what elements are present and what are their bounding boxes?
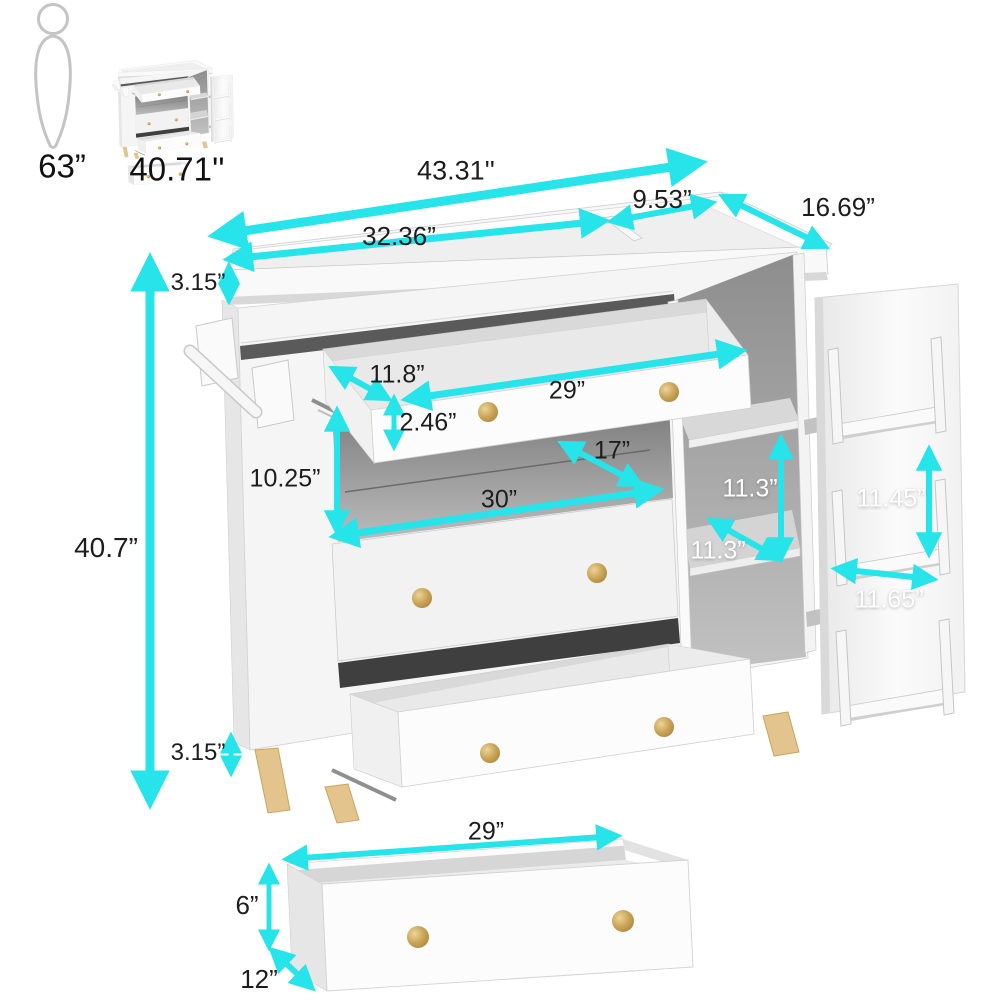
dim-tray-rail-height: 3.15” bbox=[170, 269, 226, 296]
wooden-legs bbox=[254, 711, 800, 824]
drawer-knob bbox=[654, 717, 674, 737]
dim-bottom-drawer-height: 6” bbox=[235, 890, 259, 920]
towel-rail bbox=[183, 317, 295, 429]
dim-open-shelf-depth: 17” bbox=[593, 436, 631, 465]
dim-drawer-inner-depth: 11.8” bbox=[369, 360, 425, 389]
dim-drawer-inner-width: 29” bbox=[548, 376, 586, 405]
dim-top-left-section: 32.36” bbox=[362, 221, 436, 251]
drawer-knob bbox=[478, 402, 498, 422]
dim-open-shelf-height: 10.25” bbox=[249, 464, 321, 493]
dim-door-rack-spacing: 11.45” bbox=[856, 484, 926, 513]
dim-overall-height: 40.7” bbox=[74, 532, 138, 563]
changing-table-illustration bbox=[183, 191, 966, 992]
detached-drawer bbox=[286, 838, 694, 992]
dim-overall-depth: 16.69” bbox=[801, 192, 875, 222]
person-height-label: 63” bbox=[38, 147, 86, 185]
dim-open-shelf-width: 30” bbox=[480, 485, 518, 514]
drawer-knob bbox=[412, 588, 432, 608]
dim-door-rack-width: 11.65” bbox=[854, 585, 924, 614]
drawer-knob bbox=[587, 563, 607, 583]
door-rack bbox=[827, 336, 947, 445]
dim-overall-width: 43.31'' bbox=[417, 155, 495, 186]
dim-side-cubby-depth: 11.3” bbox=[690, 536, 746, 565]
thumbnail-width-label: 40.71'' bbox=[129, 150, 225, 188]
person-height-icon bbox=[34, 3, 72, 149]
open-door bbox=[804, 283, 966, 728]
dim-side-cubby-height: 11.3” bbox=[722, 474, 778, 503]
dim-drawer-rail-height: 2.46” bbox=[399, 408, 457, 437]
drawer-knob bbox=[407, 926, 429, 948]
drawer-knob bbox=[480, 743, 500, 763]
dimension-arrows bbox=[130, 147, 943, 992]
bottom-drawer-open bbox=[331, 643, 755, 802]
drawer-knob bbox=[612, 910, 634, 932]
dim-leg-height: 3.15” bbox=[170, 739, 226, 766]
dim-bottom-drawer-width: 29” bbox=[467, 817, 505, 846]
dim-top-right-section: 9.53” bbox=[632, 184, 692, 214]
drawer-knob bbox=[659, 382, 679, 402]
dim-bottom-drawer-depth: 12” bbox=[240, 964, 278, 994]
